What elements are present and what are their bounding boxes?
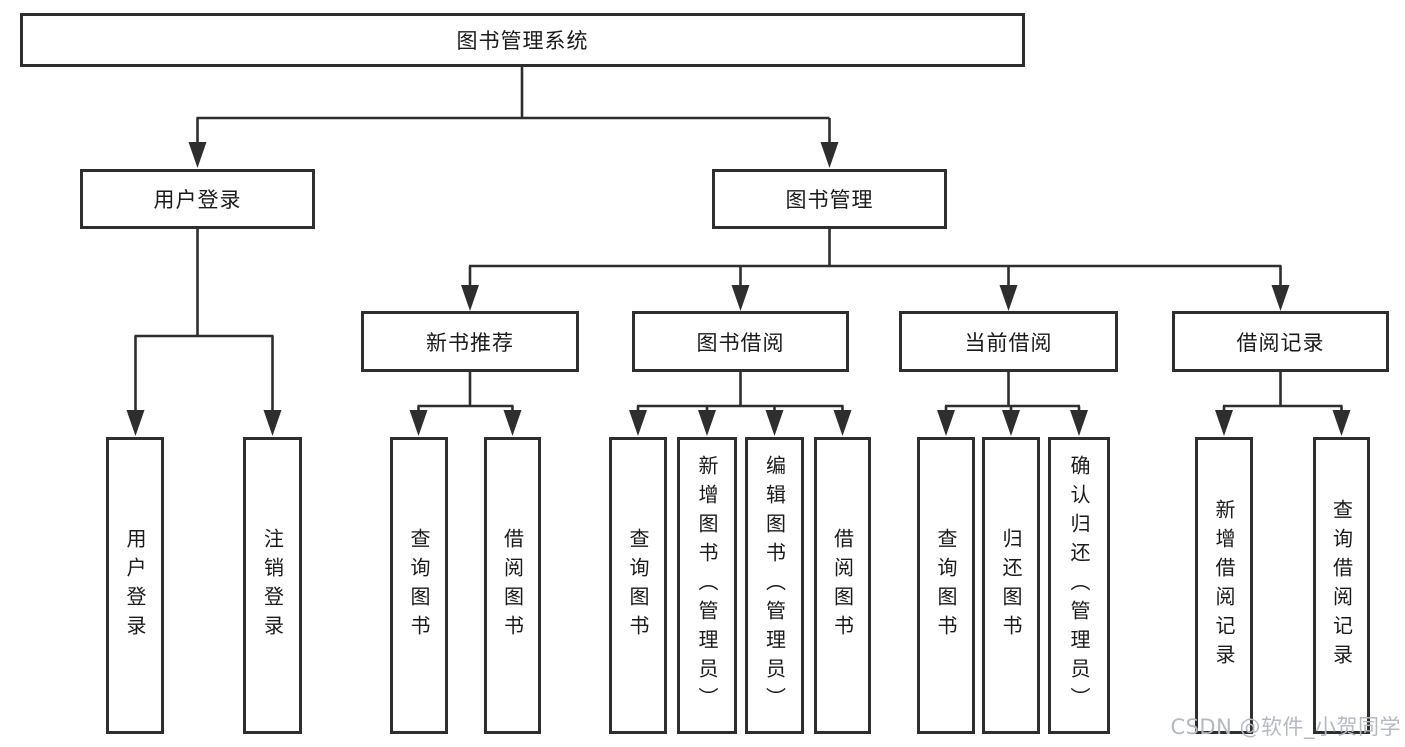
leaf-current-confirm-return-admin: 确认归还（管理员） [1048,437,1110,734]
leaf-logout: 注销登录 [243,437,302,734]
node-user-login: 用户登录 [80,169,315,229]
leaf-label: 注销登录 [260,527,285,644]
csdn-watermark: CSDN @软件_小贺同学 [1170,715,1401,739]
leaf-label: 确认归还（管理员） [1067,455,1091,716]
leaf-borrowing-borrow-books: 借阅图书 [814,437,871,734]
node-label: 图书借阅 [696,330,785,355]
node-borrowing-records: 借阅记录 [1172,311,1389,372]
node-label: 用户登录 [153,188,242,212]
leaf-label: 查询图书 [934,527,958,644]
node-label: 当前借阅 [964,330,1053,355]
leaf-label: 编辑图书（管理员） [762,455,787,716]
leaf-current-return-books: 归还图书 [982,437,1040,734]
leaf-label: 新增借阅记录 [1212,498,1236,673]
node-label: 图书管理 [785,188,874,212]
leaf-borrowing-edit-books-admin: 编辑图书（管理员） [745,437,804,734]
arrowheads [126,142,1351,436]
connector-path [134,67,1343,413]
node-label: 新书推荐 [426,330,514,355]
leaf-borrowing-add-books-admin: 新增图书（管理员） [677,437,737,734]
leaf-records-add-borrow-record: 新增借阅记录 [1195,437,1253,734]
leaf-label: 查询图书 [407,527,431,644]
leaf-label: 新增图书（管理员） [695,455,719,716]
leaf-label: 查询图书 [626,527,650,644]
leaf-recommend-query-books: 查询图书 [390,437,448,734]
node-book-management: 图书管理 [712,169,947,229]
node-book-borrowing: 图书借阅 [632,311,849,372]
node-new-book-recommendation: 新书推荐 [361,311,579,372]
leaf-label: 借阅图书 [830,527,855,644]
leaf-label: 归还图书 [999,527,1023,644]
node-label: 图书管理系统 [456,29,589,53]
node-current-borrowing: 当前借阅 [899,311,1118,372]
node-label: 借阅记录 [1236,330,1325,355]
leaf-borrowing-query-books: 查询图书 [609,437,667,734]
leaf-label: 查询借阅记录 [1329,498,1354,673]
leaf-label: 用户登录 [123,527,147,644]
node-library-management-system: 图书管理系统 [20,13,1025,67]
leaf-recommend-borrow-books: 借阅图书 [484,437,541,734]
leaf-label: 借阅图书 [500,527,525,644]
leaf-current-query-books: 查询图书 [917,437,975,734]
leaf-user-login: 用户登录 [106,437,164,734]
leaf-records-query-borrow-record: 查询借阅记录 [1313,437,1370,734]
